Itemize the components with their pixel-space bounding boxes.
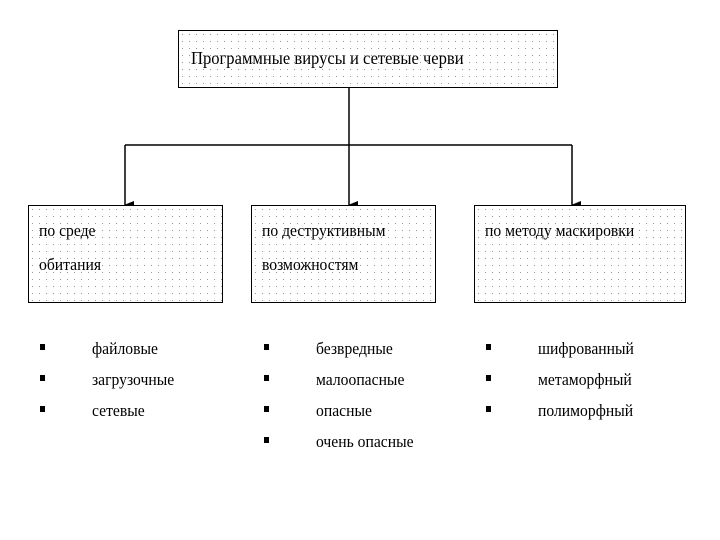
list-item-label: безвредные bbox=[316, 339, 393, 358]
bullet-marker bbox=[40, 406, 45, 412]
list-item-label: загрузочные bbox=[92, 370, 175, 389]
list-item: полиморфный bbox=[486, 395, 686, 426]
list-item-label: файловые bbox=[92, 339, 158, 358]
list-item-label: малоопасные bbox=[316, 370, 405, 389]
category-label-habitat: по среде обитания bbox=[39, 221, 102, 274]
root-box: Программные вирусы и сетевые черви bbox=[178, 30, 558, 88]
list-item-label: шифрованный bbox=[538, 339, 634, 358]
bullet-marker bbox=[264, 344, 269, 350]
list-item: метаморфный bbox=[486, 364, 686, 395]
habitat-item-list: файловые загрузочные сетевые bbox=[40, 333, 230, 426]
list-item-label: очень опасные bbox=[316, 432, 414, 451]
bullet-marker bbox=[486, 375, 491, 381]
list-item: малоопасные bbox=[264, 364, 464, 395]
list-item: файловые bbox=[40, 333, 230, 364]
category-box-habitat: по среде обитания bbox=[28, 205, 223, 303]
list-item-label: полиморфный bbox=[538, 401, 634, 420]
masking-item-list: шифрованный метаморфный полиморфный bbox=[486, 333, 686, 426]
list-item-label: сетевые bbox=[92, 401, 145, 420]
destructive-item-list: безвредные малоопасные опасные очень опа… bbox=[264, 333, 464, 457]
category-box-destructive: по деструктивным возможностям bbox=[251, 205, 436, 303]
list-item: опасные bbox=[264, 395, 464, 426]
list-item: загрузочные bbox=[40, 364, 230, 395]
bullet-marker bbox=[264, 406, 269, 412]
bullet-marker bbox=[264, 437, 269, 443]
bullet-marker bbox=[486, 406, 491, 412]
bullet-marker bbox=[40, 344, 45, 350]
bullet-marker bbox=[486, 344, 491, 350]
list-item: безвредные bbox=[264, 333, 464, 364]
list-item: сетевые bbox=[40, 395, 230, 426]
category-label-masking: по методу маскировки bbox=[485, 221, 635, 240]
category-label-destructive: по деструктивным возможностям bbox=[262, 221, 386, 274]
list-item-label: опасные bbox=[316, 401, 372, 420]
list-item: очень опасные bbox=[264, 426, 464, 457]
root-label: Программные вирусы и сетевые черви bbox=[191, 48, 464, 68]
bullet-marker bbox=[40, 375, 45, 381]
category-box-masking: по методу маскировки bbox=[474, 205, 686, 303]
bullet-marker bbox=[264, 375, 269, 381]
list-item-label: метаморфный bbox=[538, 370, 632, 389]
list-item: шифрованный bbox=[486, 333, 686, 364]
